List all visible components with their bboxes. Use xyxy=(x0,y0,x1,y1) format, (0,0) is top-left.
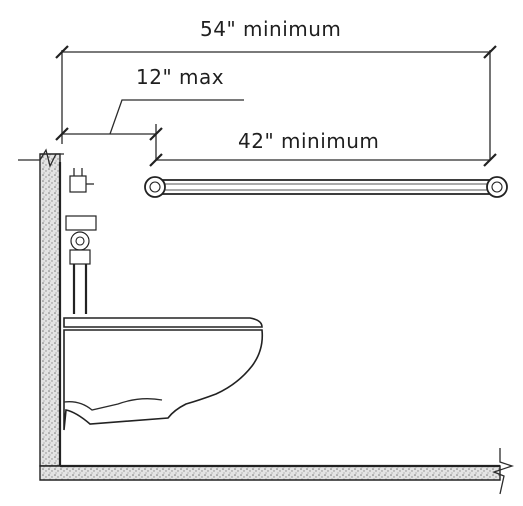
floor-section xyxy=(39,448,515,495)
wall-hung-toilet xyxy=(63,168,264,431)
label-12-max: 12" max xyxy=(136,65,224,89)
flush-pipe xyxy=(72,264,88,314)
supply-stop xyxy=(69,175,87,193)
grab-bar-flange-left xyxy=(144,176,166,198)
grab-bar-flange-right xyxy=(486,176,508,198)
dimension-42-min xyxy=(149,153,497,167)
label-54-minimum: 54" minimum xyxy=(200,17,341,41)
dimension-12-max xyxy=(55,99,244,160)
grab-bar xyxy=(144,176,508,198)
flushometer-body xyxy=(70,231,90,251)
label-42-minimum: 42" minimum xyxy=(238,129,379,153)
dimension-54-min xyxy=(55,45,497,160)
toilet-bowl xyxy=(63,329,264,431)
toilet-seat xyxy=(63,317,263,328)
wall-section xyxy=(18,148,64,467)
flushometer-cap xyxy=(65,215,97,231)
leader-line xyxy=(109,99,244,135)
